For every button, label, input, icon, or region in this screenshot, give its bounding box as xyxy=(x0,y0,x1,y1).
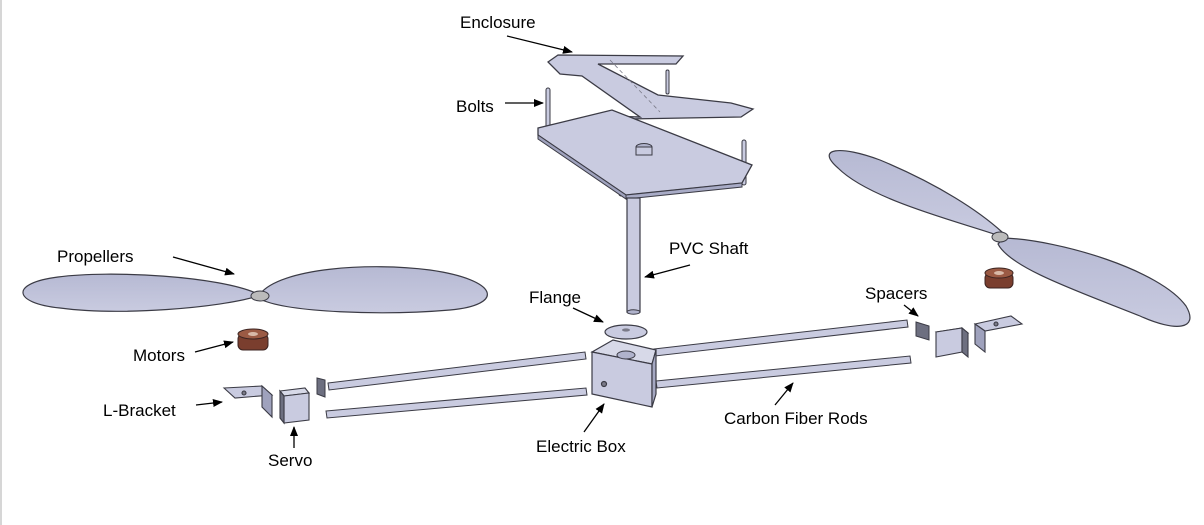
enclosure-arrow xyxy=(506,35,573,54)
left-servo xyxy=(278,387,311,425)
spacers-arrow xyxy=(903,304,919,317)
enclosure-base-plate xyxy=(537,109,753,200)
carbon-fiber-rods-arrow xyxy=(774,382,794,406)
spacers-label: Spacers xyxy=(865,284,928,303)
window-left-edge xyxy=(0,0,2,525)
pvc-shaft-arrow xyxy=(644,264,691,279)
pvc-shaft-label: PVC Shaft xyxy=(669,239,749,258)
right-servo xyxy=(934,326,970,359)
left-l-bracket xyxy=(222,384,274,419)
carbon-fiber-rods xyxy=(325,319,912,419)
right-motor xyxy=(984,267,1014,289)
right-l-bracket xyxy=(973,315,1024,354)
electric-box-label: Electric Box xyxy=(536,437,626,456)
motors-label: Motors xyxy=(133,346,185,365)
pvc-shaft xyxy=(626,197,641,315)
motors-arrow xyxy=(194,340,234,353)
electric-box-arrow xyxy=(583,403,605,433)
spacers xyxy=(316,321,930,398)
enclosure-label: Enclosure xyxy=(460,13,536,32)
propellers-label: Propellers xyxy=(57,247,134,266)
enclosure-plate xyxy=(546,54,755,128)
electric-box xyxy=(590,339,657,408)
leader-arrows xyxy=(172,35,919,448)
bolts-label: Bolts xyxy=(456,97,494,116)
carbon-fiber-rods-label: Carbon Fiber Rods xyxy=(724,409,868,428)
right-propeller xyxy=(828,149,1191,327)
servo-label: Servo xyxy=(268,451,313,470)
flange xyxy=(604,324,648,360)
left-propeller xyxy=(22,266,488,314)
l-bracket-arrow xyxy=(195,399,223,408)
propellers-arrow xyxy=(172,256,235,276)
flange-arrow xyxy=(572,307,604,323)
l-bracket-label: L-Bracket xyxy=(103,401,176,420)
flange-label: Flange xyxy=(529,288,581,307)
left-motor xyxy=(237,328,269,351)
